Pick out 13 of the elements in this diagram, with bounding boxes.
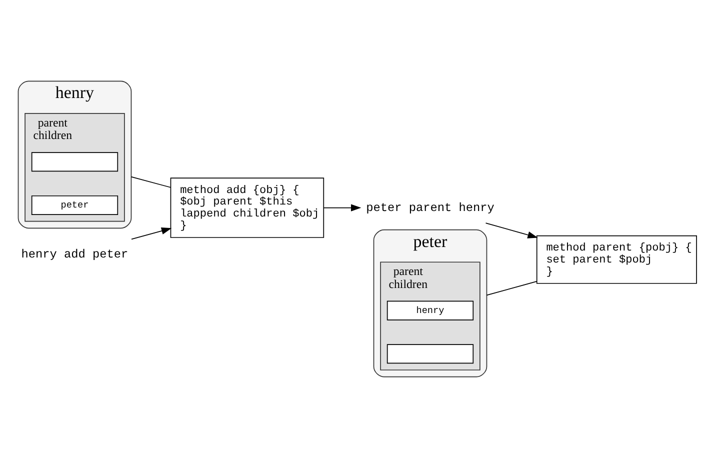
node-box [31,152,118,172]
arrow [131,227,172,240]
connector [486,281,537,296]
node-box: henry [386,300,474,320]
arrow [485,222,538,238]
node-box: method add {obj} { $obj parent $this lappend children $obj } [170,178,324,238]
node-box: method parent {pobj} { set parent $pobj } [536,235,697,284]
connector [130,176,171,188]
arrow [323,204,362,212]
node-box: peter [31,195,118,215]
node-box [386,344,474,364]
node-text: peter parent henry [366,200,494,215]
node-text: henry add peter [21,248,128,262]
